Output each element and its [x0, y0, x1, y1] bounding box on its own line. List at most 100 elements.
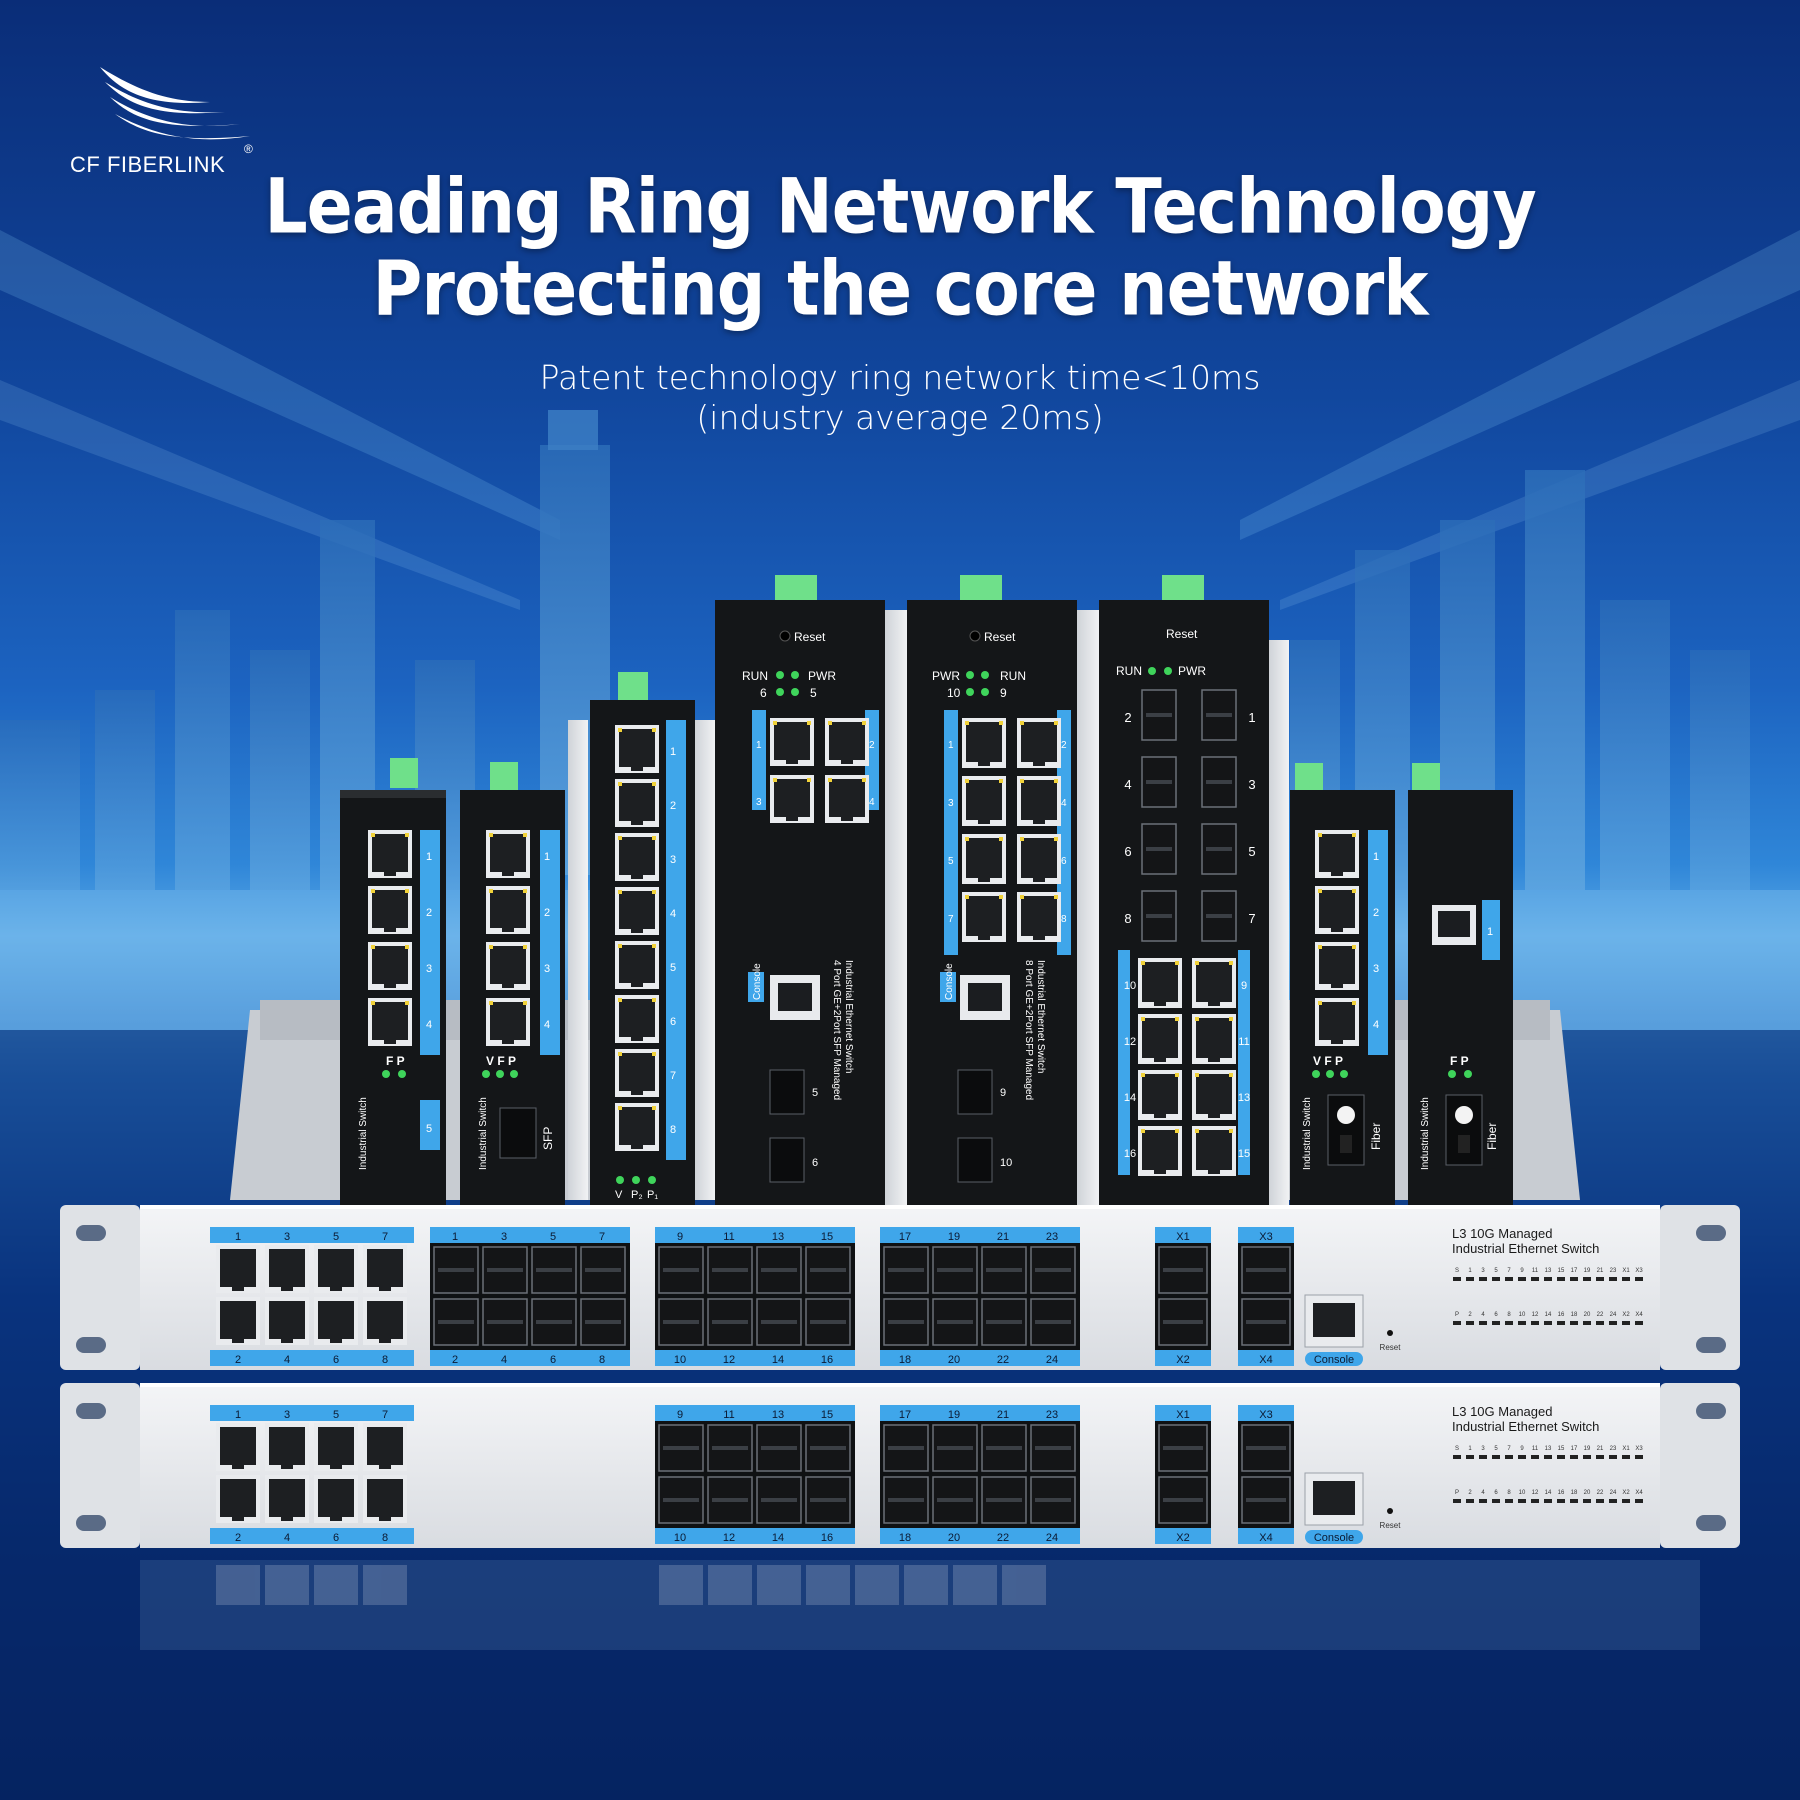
s3-led-label-1: P₂ [631, 1189, 643, 1201]
s4-led-5: 5 [810, 686, 817, 700]
s5-port-4 [1017, 776, 1061, 826]
rack-sfp-bottom-number-18: 18 [899, 1354, 911, 1366]
rack-sfp-top-number-15: 15 [821, 1409, 833, 1421]
rack-x-top-X1: X1 [1176, 1409, 1189, 1421]
rack-rj-port-6 [314, 1297, 358, 1345]
rack-console-label: Console [1314, 1532, 1354, 1544]
s7-port-number-2: 2 [1373, 907, 1379, 919]
rack-led-bottom-20: 20 [1584, 1312, 1591, 1318]
rack-led-bottom-X4: X4 [1635, 1490, 1643, 1496]
rack-led-top-21: 21 [1597, 1268, 1604, 1274]
rack-rj-port-4 [265, 1297, 309, 1345]
rack-sfp-bottom-number-12: 12 [723, 1354, 735, 1366]
rack-sfp-port-22 [981, 1298, 1027, 1346]
registered-mark: ® [244, 142, 253, 156]
rack-led-bottom-16: 16 [1558, 1490, 1565, 1496]
s6-port-10 [1138, 958, 1182, 1008]
s6-port-number-13: 13 [1238, 1092, 1250, 1104]
s1-port-3 [368, 942, 412, 990]
s6-port-15 [1192, 1126, 1236, 1176]
rack-sfp-port-21 [981, 1246, 1027, 1294]
rack-x-top-X3: X3 [1259, 1409, 1272, 1421]
s6-sfp-number-2: 2 [1124, 710, 1131, 725]
s2-led-labels: V F P [486, 1054, 516, 1068]
rack-sfp-port-12 [707, 1298, 753, 1346]
rack-led-bottom-P: P [1455, 1490, 1459, 1496]
rack-x-top-X1: X1 [1176, 1231, 1189, 1243]
s1-port-number-1: 1 [426, 851, 432, 863]
rack-rj-top-number-5: 5 [333, 1409, 339, 1421]
s6-port-number-12: 12 [1124, 1036, 1136, 1048]
rack-sfp-port-17 [883, 1246, 929, 1294]
s3-port-number-2: 2 [670, 800, 676, 812]
s7-port-number-1: 1 [1373, 851, 1379, 863]
s4-vertical-text-1: Industrial Ethernet Switch [843, 960, 854, 1073]
rack-rj-top-number-3: 3 [284, 1409, 290, 1421]
rack-sfp-port-17 [883, 1424, 929, 1472]
rack-sfp-bottom-number-18: 18 [899, 1532, 911, 1544]
s1-port-4 [368, 998, 412, 1046]
s1-port-2 [368, 886, 412, 934]
rack-sfp-port-2 [433, 1298, 479, 1346]
rack-sfp-port-21 [981, 1424, 1027, 1472]
s6-port-number-11: 11 [1238, 1036, 1249, 1048]
s1-port-number-3: 3 [426, 963, 432, 975]
s5-port-2 [1017, 718, 1061, 768]
s6-sfp-4 [1141, 756, 1177, 808]
rack-title-2: Industrial Ethernet Switch [1452, 1241, 1599, 1256]
rack-sfp-port-12 [707, 1476, 753, 1524]
rack-led-bottom-14: 14 [1545, 1490, 1552, 1496]
s5-port-6 [1017, 834, 1061, 884]
rack-title-1: L3 10G Managed [1452, 1226, 1552, 1241]
rack-sfp-bottom-number-2: 2 [452, 1354, 458, 1366]
status-led [1464, 1070, 1472, 1078]
rack-sfp-bottom-number-20: 20 [948, 1532, 960, 1544]
rack-sfp-port-14 [756, 1298, 802, 1346]
rack-sfp-port-15 [805, 1246, 851, 1294]
rack-title-2: Industrial Ethernet Switch [1452, 1419, 1599, 1434]
rack-led-bottom-18: 18 [1571, 1490, 1578, 1496]
s5-pwr-label: PWR [932, 669, 960, 683]
rack-led-top-19: 19 [1584, 1446, 1591, 1452]
s5-led-9: 9 [1000, 686, 1007, 700]
rack-rj-port-4 [265, 1475, 309, 1523]
rack-rj-port-7 [363, 1423, 407, 1471]
rack-x-port-X4 [1241, 1476, 1291, 1524]
status-led [632, 1176, 640, 1184]
rack-led-top-X3: X3 [1635, 1446, 1643, 1452]
rack-rj-port-3 [265, 1245, 309, 1293]
s2-vertical-label: Industrial Switch [478, 1097, 489, 1170]
rack-sfp-top-number-17: 17 [899, 1231, 911, 1243]
rack-rj-port-1 [216, 1245, 260, 1293]
rack-led-top-X3: X3 [1635, 1268, 1643, 1274]
rack-led-bottom-4: 4 [1481, 1312, 1485, 1318]
s6-port-12 [1138, 1014, 1182, 1064]
rack-sfp-top-number-1: 1 [452, 1231, 458, 1243]
s6-sfp-8 [1141, 890, 1177, 942]
s4-reset-label: Reset [794, 630, 826, 644]
rack-sfp-port-23 [1030, 1246, 1076, 1294]
rack-led-bottom-22: 22 [1597, 1312, 1604, 1318]
s6-reset-label: Reset [1166, 627, 1198, 641]
rack-sfp-top-number-3: 3 [501, 1231, 507, 1243]
rack-sfp-bottom-number-4: 4 [501, 1354, 507, 1366]
rack-led-top-13: 13 [1545, 1446, 1552, 1452]
rack-led-top-1: 1 [1468, 1446, 1472, 1452]
rack-sfp-top-number-15: 15 [821, 1231, 833, 1243]
s6-sfp-number-5: 5 [1248, 844, 1255, 859]
status-led [1448, 1070, 1456, 1078]
rack-rj-port-3 [265, 1423, 309, 1471]
rack-led-top-9: 9 [1520, 1446, 1524, 1452]
rack-led-bottom-14: 14 [1545, 1312, 1552, 1318]
s7-port-4 [1315, 998, 1359, 1046]
rack-rj-top-number-1: 1 [235, 1409, 241, 1421]
rack-sfp-bottom-number-10: 10 [674, 1354, 686, 1366]
s4-port-number-3: 3 [756, 797, 762, 808]
